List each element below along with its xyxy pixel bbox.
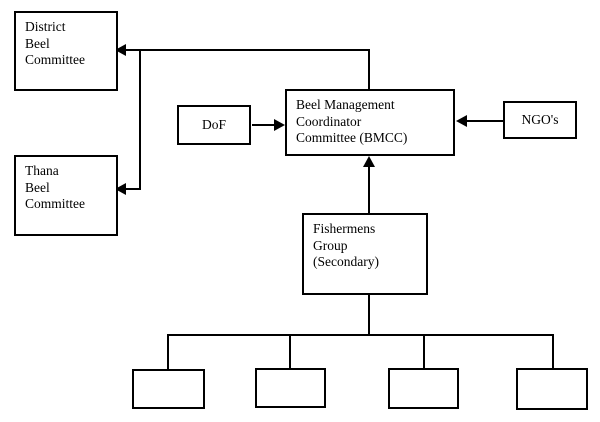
connector-stem-primary-group-2	[289, 334, 291, 369]
connector-thana-stub	[124, 188, 141, 190]
arrowhead-to-bmcc-from-dof	[274, 119, 285, 131]
connector-stem-primary-group-3	[423, 334, 425, 369]
node-primary-group-4[interactable]	[516, 368, 588, 410]
connector-bmcc-riser	[368, 49, 370, 90]
connector-district-stub	[124, 49, 141, 51]
connector-stem-primary-group-4	[552, 334, 554, 369]
connector-dof-to-bmcc	[252, 124, 275, 126]
connector-primary-groups-bus	[167, 334, 554, 336]
node-primary-group-3[interactable]	[388, 368, 459, 409]
connector-fishermens-to-bmcc	[368, 166, 370, 214]
node-fishermens-group[interactable]: Fishermens Group (Secondary)	[302, 213, 428, 295]
node-thana-beel-committee[interactable]: Thana Beel Committee	[14, 155, 118, 236]
arrowhead-to-district-beel-committee	[115, 44, 126, 56]
node-bmcc[interactable]: Beel Management Coordinator Committee (B…	[285, 89, 455, 156]
node-primary-group-1[interactable]	[132, 369, 205, 409]
connector-stem-primary-group-1	[167, 334, 169, 370]
arrowhead-to-thana-beel-committee	[115, 183, 126, 195]
node-ngos[interactable]: NGO's	[503, 101, 577, 139]
connector-bmcc-to-committees-horizontal	[139, 49, 370, 51]
connector-ngos-to-bmcc	[466, 120, 504, 122]
arrowhead-to-bmcc-from-ngos	[456, 115, 467, 127]
arrowhead-to-bmcc-from-fishermens	[363, 156, 375, 167]
node-primary-group-2[interactable]	[255, 368, 326, 408]
connector-committees-branch-column	[139, 49, 141, 189]
node-dof[interactable]: DoF	[177, 105, 251, 145]
connector-fishermens-down-stem	[368, 294, 370, 335]
node-district-beel-committee[interactable]: District Beel Committee	[14, 11, 118, 91]
